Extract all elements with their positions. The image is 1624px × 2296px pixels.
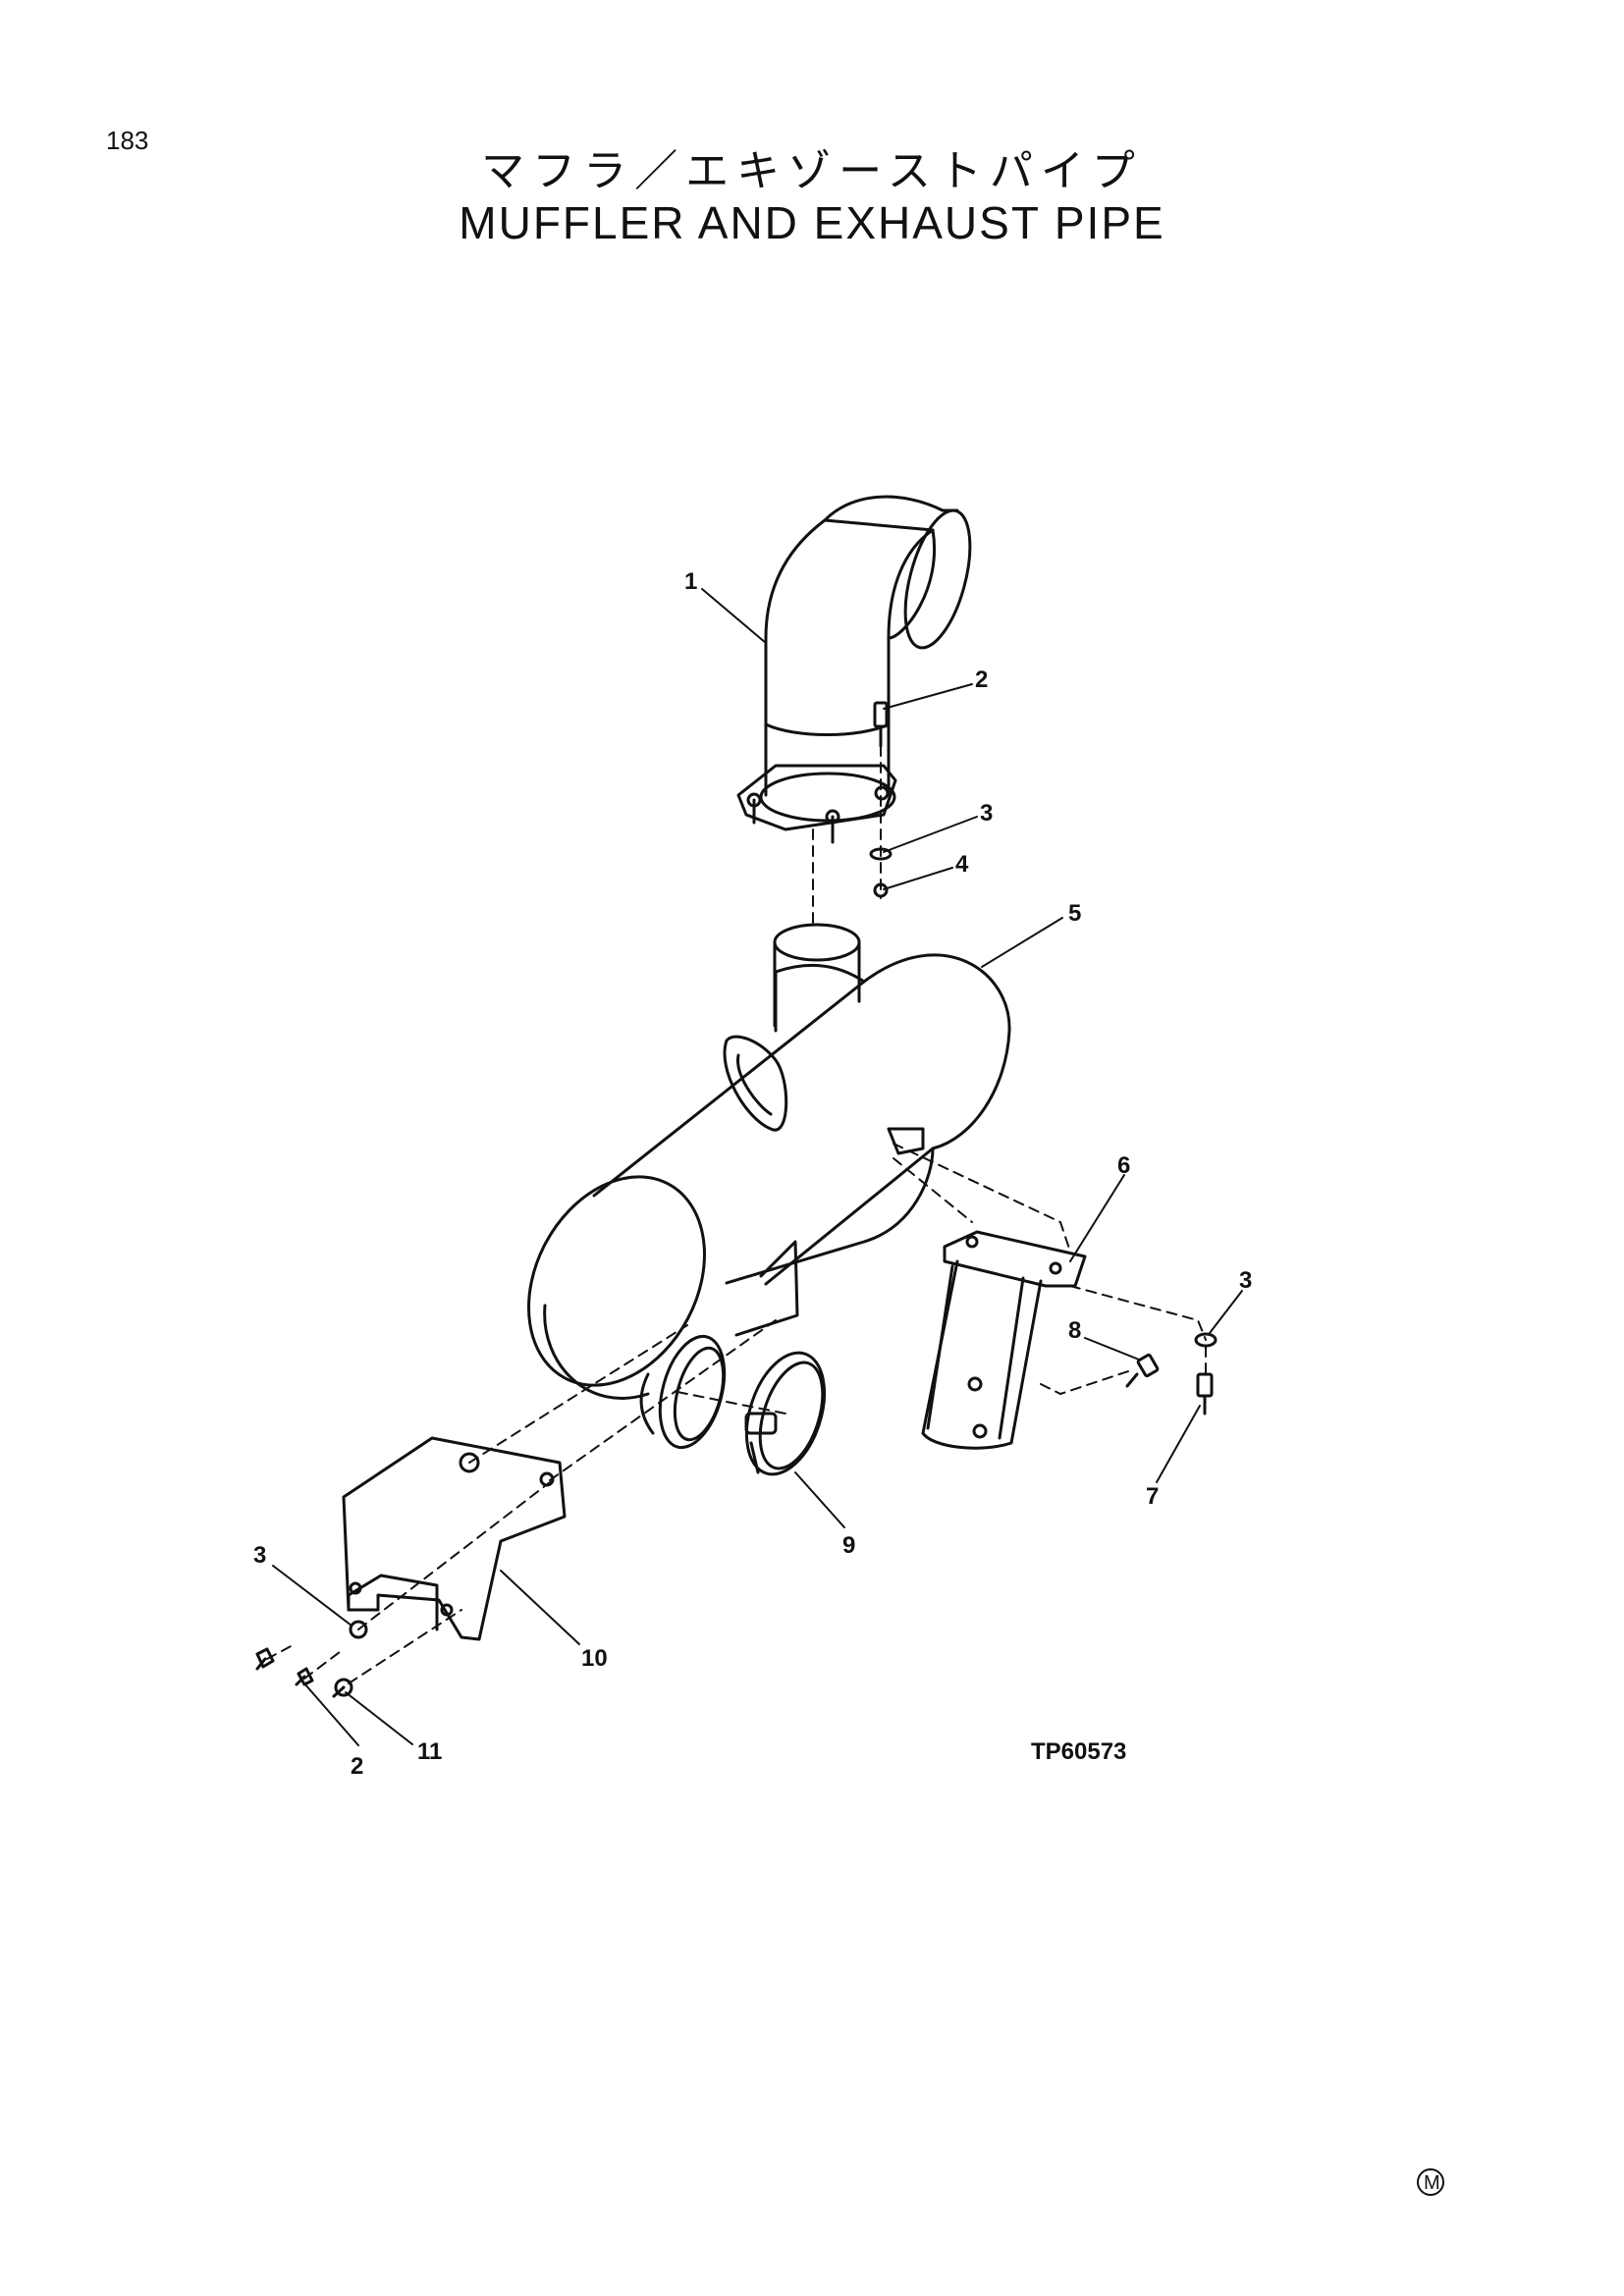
callout-3-plate: 3: [253, 1542, 266, 1569]
page-number: 183: [106, 126, 149, 155]
muffler-bracket: [921, 1230, 1087, 1450]
plate-fasteners: [255, 1620, 368, 1698]
callout-2: 2: [975, 667, 988, 693]
callout-10: 10: [581, 1645, 608, 1672]
band-clamp: [658, 1334, 827, 1476]
callout-3: 3: [980, 800, 993, 827]
title-japanese: マフラ／エキゾーストパイプ: [481, 146, 1143, 196]
callout-5: 5: [1068, 900, 1081, 927]
leader-lines: [272, 588, 1243, 1746]
callout-6: 6: [1117, 1152, 1130, 1179]
drawing-code: TP60573: [1031, 1738, 1126, 1765]
exhaust-pipe-stack: [736, 495, 972, 844]
corner-mark: M: [1417, 2168, 1444, 2196]
corner-mark-letter: M: [1424, 2172, 1440, 2194]
callout-11: 11: [417, 1738, 442, 1765]
callout-8: 8: [1068, 1317, 1081, 1344]
callout-3-bracket: 3: [1239, 1267, 1252, 1294]
assembly-lines: [266, 745, 1207, 1684]
bracket-fasteners: [1125, 1332, 1218, 1415]
title-english: MUFFLER AND EXHAUST PIPE: [459, 197, 1165, 248]
callout-2-plate: 2: [351, 1753, 363, 1780]
callout-9: 9: [842, 1532, 855, 1559]
callout-4: 4: [955, 851, 969, 878]
callout-1: 1: [684, 568, 697, 595]
callout-7: 7: [1146, 1483, 1159, 1510]
mounting-plate: [342, 1436, 567, 1641]
muffler-body: [527, 923, 1011, 1435]
